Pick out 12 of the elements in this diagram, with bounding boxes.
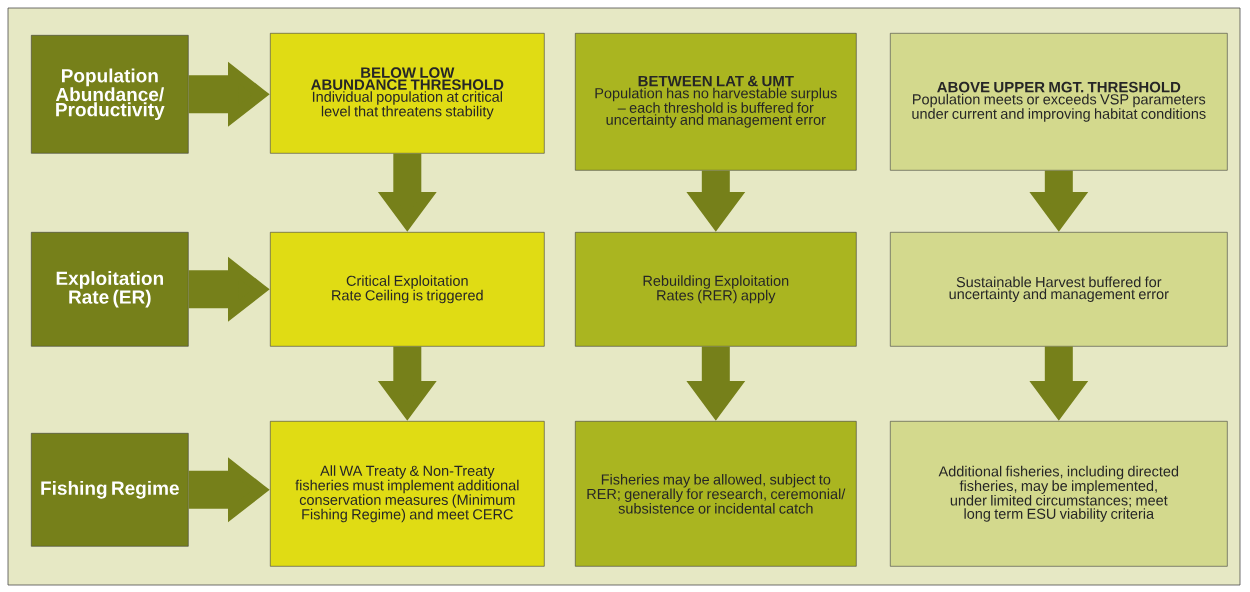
- status-box: ABOVE UPPER MGT. THRESHOLD Population meets or exceeds VSP parameters under current and improving habitat conditions: [890, 33, 1228, 171]
- status-box: BETWEEN LAT & UMT Population has no harvestable surplus – each threshold is buffered for uncertainty and management error: [575, 33, 857, 171]
- status-box: Sustainable Harvest buffered for uncertainty and management error: [890, 232, 1228, 347]
- status-box: Rebuilding Exploitation Rates (RER) apply: [575, 232, 857, 347]
- row-label-box: Fishing Regime: [31, 433, 189, 547]
- status-box: Additional fisheries, including directed fisheries, may be implemented, under limited circumstances; meet long term ESU viability criteria: [890, 421, 1228, 567]
- status-box: Fisheries may be allowed, subject to RER; generally for research, ceremonial/ subsistence or incidental catch: [575, 421, 857, 567]
- status-box: All WA Treaty & Non-Treaty fisheries must implement additional conservation measures (Minimum Fishing Regime) and meet CERC: [270, 421, 545, 567]
- row-label-box: Exploitation Rate (ER): [31, 232, 189, 347]
- row-label-box: Population Abundance/ Productivity: [31, 35, 189, 154]
- status-box: Critical Exploitation Rate Ceiling is triggered: [270, 232, 545, 347]
- status-box: BELOW LOW ABUNDANCE THRESHOLD Individual population at critical level that threatens stability: [270, 33, 545, 154]
